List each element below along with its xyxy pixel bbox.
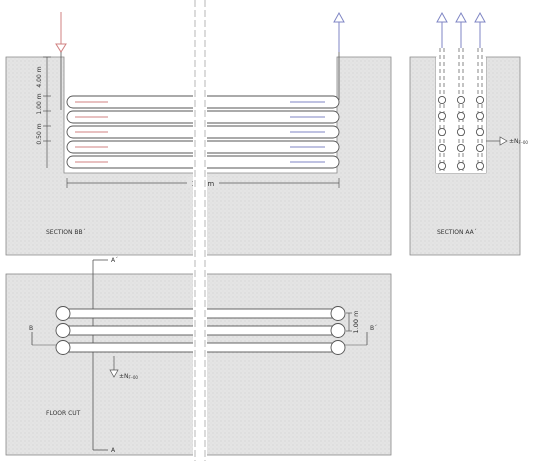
inflow-arrow xyxy=(55,12,67,53)
flow-marks xyxy=(75,101,325,163)
break-line xyxy=(193,0,207,461)
section-bb-ground xyxy=(5,56,392,256)
floor-cut-spacing-dimension xyxy=(346,312,352,332)
section-aa-title: SECTION AA´ xyxy=(437,229,477,236)
spacing-dimension-label: 1.00 m xyxy=(36,93,43,114)
section-bb-title: SECTION BB´ xyxy=(46,229,86,236)
floor-cut-title: FLOOR CUT xyxy=(46,410,81,417)
cut-b-right-label: B´ xyxy=(370,325,377,332)
cut-a-bottom-label: A xyxy=(111,447,116,454)
floor-cut-level-label: ±NF–00 xyxy=(119,373,138,380)
cut-line-a xyxy=(92,259,108,451)
section-aa-arrows xyxy=(436,11,486,48)
cut-a-top-label: A´ xyxy=(111,257,118,264)
pipe-spacing-dimension-label: 0.50 m xyxy=(36,123,43,144)
vertical-dimension xyxy=(43,56,51,168)
floor-cut-spacing-label: 1.00 m xyxy=(352,311,360,334)
depth-dimension-label: 4.00 m xyxy=(36,66,43,87)
floor-cut-pipe-ends xyxy=(55,306,346,355)
section-aa-pipe-circles xyxy=(437,95,485,171)
floor-cut-level-symbol xyxy=(109,356,119,378)
section-aa-level-label: ±NF–00 xyxy=(509,138,528,145)
cut-b-left-label: B xyxy=(29,325,33,332)
section-aa-level-symbol xyxy=(486,136,508,146)
outflow-arrow xyxy=(333,11,345,52)
section-aa: ±NF–00 SECTION AA´ xyxy=(409,11,528,256)
